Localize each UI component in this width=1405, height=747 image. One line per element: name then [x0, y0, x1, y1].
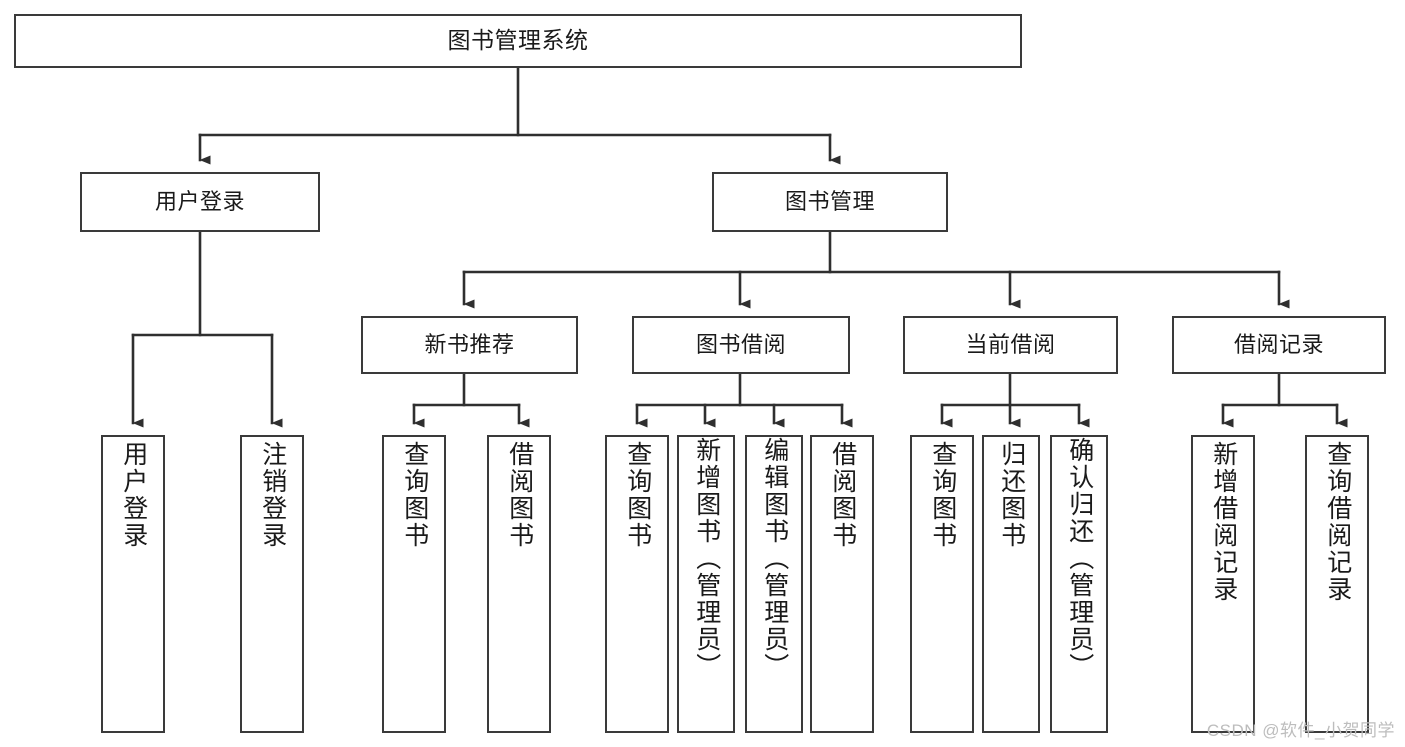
leaf-current-return-book[interactable]: 归还图书 — [982, 435, 1040, 733]
node-label: 查询图书 — [928, 441, 957, 549]
node-label: 查询借阅记录 — [1323, 441, 1352, 603]
node-label: 新增图书（管理员） — [692, 437, 721, 680]
watermark-text: CSDN @软件_小贺同学 — [1206, 721, 1395, 740]
leaf-borrow-query-book[interactable]: 查询图书 — [605, 435, 669, 733]
leaf-newbook-borrow-book[interactable]: 借阅图书 — [487, 435, 551, 733]
leaf-record-query-record[interactable]: 查询借阅记录 — [1305, 435, 1369, 733]
node-label: 用户登录 — [154, 188, 245, 214]
node-borrowing-record[interactable]: 借阅记录 — [1172, 316, 1386, 374]
node-label: 注销登录 — [258, 441, 287, 549]
node-label: 图书管理系统 — [447, 27, 589, 54]
node-label: 借阅记录 — [1233, 331, 1324, 357]
node-label: 查询图书 — [400, 441, 429, 549]
node-label: 借阅图书 — [828, 441, 857, 549]
node-new-book-recommendation[interactable]: 新书推荐 — [361, 316, 578, 374]
node-label: 图书借阅 — [695, 331, 786, 357]
node-label: 新书推荐 — [424, 331, 515, 357]
leaf-borrow-edit-book-admin[interactable]: 编辑图书（管理员） — [745, 435, 803, 733]
node-current-borrowing[interactable]: 当前借阅 — [903, 316, 1118, 374]
leaf-borrow-add-book-admin[interactable]: 新增图书（管理员） — [677, 435, 735, 733]
leaf-newbook-query-book[interactable]: 查询图书 — [382, 435, 446, 733]
leaf-record-add-record[interactable]: 新增借阅记录 — [1191, 435, 1255, 733]
node-label: 借阅图书 — [505, 441, 534, 549]
leaf-current-query-book[interactable]: 查询图书 — [910, 435, 974, 733]
node-label: 编辑图书（管理员） — [760, 437, 789, 680]
node-label: 当前借阅 — [965, 331, 1056, 357]
node-label: 确认归还（管理员） — [1065, 437, 1094, 680]
leaf-borrow-borrow-book[interactable]: 借阅图书 — [810, 435, 874, 733]
node-label: 用户登录 — [119, 441, 148, 549]
leaf-user-login[interactable]: 用户登录 — [101, 435, 165, 733]
node-book-management[interactable]: 图书管理 — [712, 172, 948, 232]
node-label: 查询图书 — [623, 441, 652, 549]
node-label: 新增借阅记录 — [1209, 441, 1238, 603]
leaf-current-confirm-return-admin[interactable]: 确认归还（管理员） — [1050, 435, 1108, 733]
node-root-book-management-system[interactable]: 图书管理系统 — [14, 14, 1022, 68]
node-label: 归还图书 — [997, 441, 1026, 549]
node-book-borrowing[interactable]: 图书借阅 — [632, 316, 850, 374]
node-user-login[interactable]: 用户登录 — [80, 172, 320, 232]
leaf-logout[interactable]: 注销登录 — [240, 435, 304, 733]
node-label: 图书管理 — [784, 188, 875, 214]
